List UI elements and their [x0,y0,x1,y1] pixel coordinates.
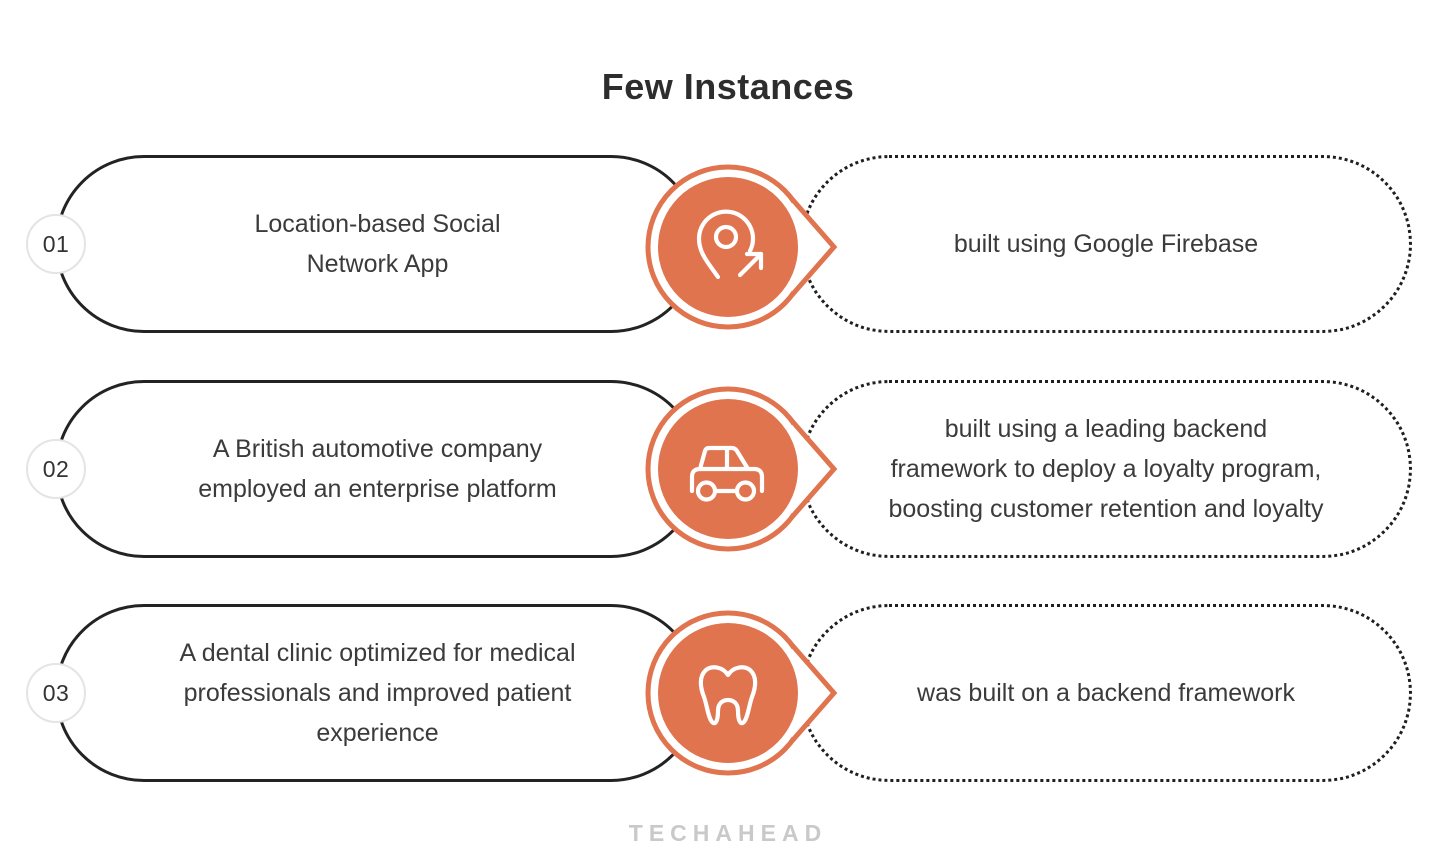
result-text-1-line: built using Google Firebase [953,230,1259,258]
case-pill-1: Location-based Social Network App [55,155,700,333]
result-text-2-line: built using a leading backend [944,415,1268,443]
result-pill-1: built using Google Firebase [800,155,1412,333]
result-text-3-line: was built on a backend framework [917,679,1295,707]
case-text-1: Location-based Social Network App [185,204,571,284]
case-text-2-line: employed an enterprise platform [198,475,557,503]
result-text-2: built using a leading backend framework … [834,409,1379,529]
result-text-1: built using Google Firebase [899,224,1313,264]
case-text-2-line: A British automotive company [212,435,543,463]
case-pill-3: A dental clinic optimized for medical pr… [55,604,700,782]
case-text-1-line: Network App [306,250,449,278]
step-number-3: 03 [42,679,70,706]
case-text-1-line: Location-based Social [254,210,501,238]
case-pill-2: A British automotive company employed an… [55,380,700,558]
case-text-3: A dental clinic optimized for medical pr… [109,633,645,753]
step-number-badge-2: 02 [26,439,86,499]
diagram-title: Few Instances [601,66,855,107]
result-text-3: was built on a backend framework [862,673,1350,713]
location-share-icon [645,164,838,330]
case-text-3-line: experience [316,719,439,747]
result-text-2-line: boosting customer retention and loyalty [888,495,1324,523]
case-text-3-line: A dental clinic optimized for medical [179,639,576,667]
step-number-1: 01 [42,230,70,257]
step-number-badge-1: 01 [26,214,86,274]
case-text-2: A British automotive company employed an… [128,429,627,509]
step-number-badge-3: 03 [26,663,86,723]
step-number-2: 02 [42,455,70,482]
result-pill-3: was built on a backend framework [800,604,1412,782]
result-pill-2: built using a leading backend framework … [800,380,1412,558]
tooth-icon [645,610,838,776]
car-icon [645,386,838,552]
case-text-3-line: professionals and improved patient [183,679,572,707]
watermark-logo: TECHAHEAD [628,820,828,846]
result-text-2-line: framework to deploy a loyalty program, [890,455,1322,483]
